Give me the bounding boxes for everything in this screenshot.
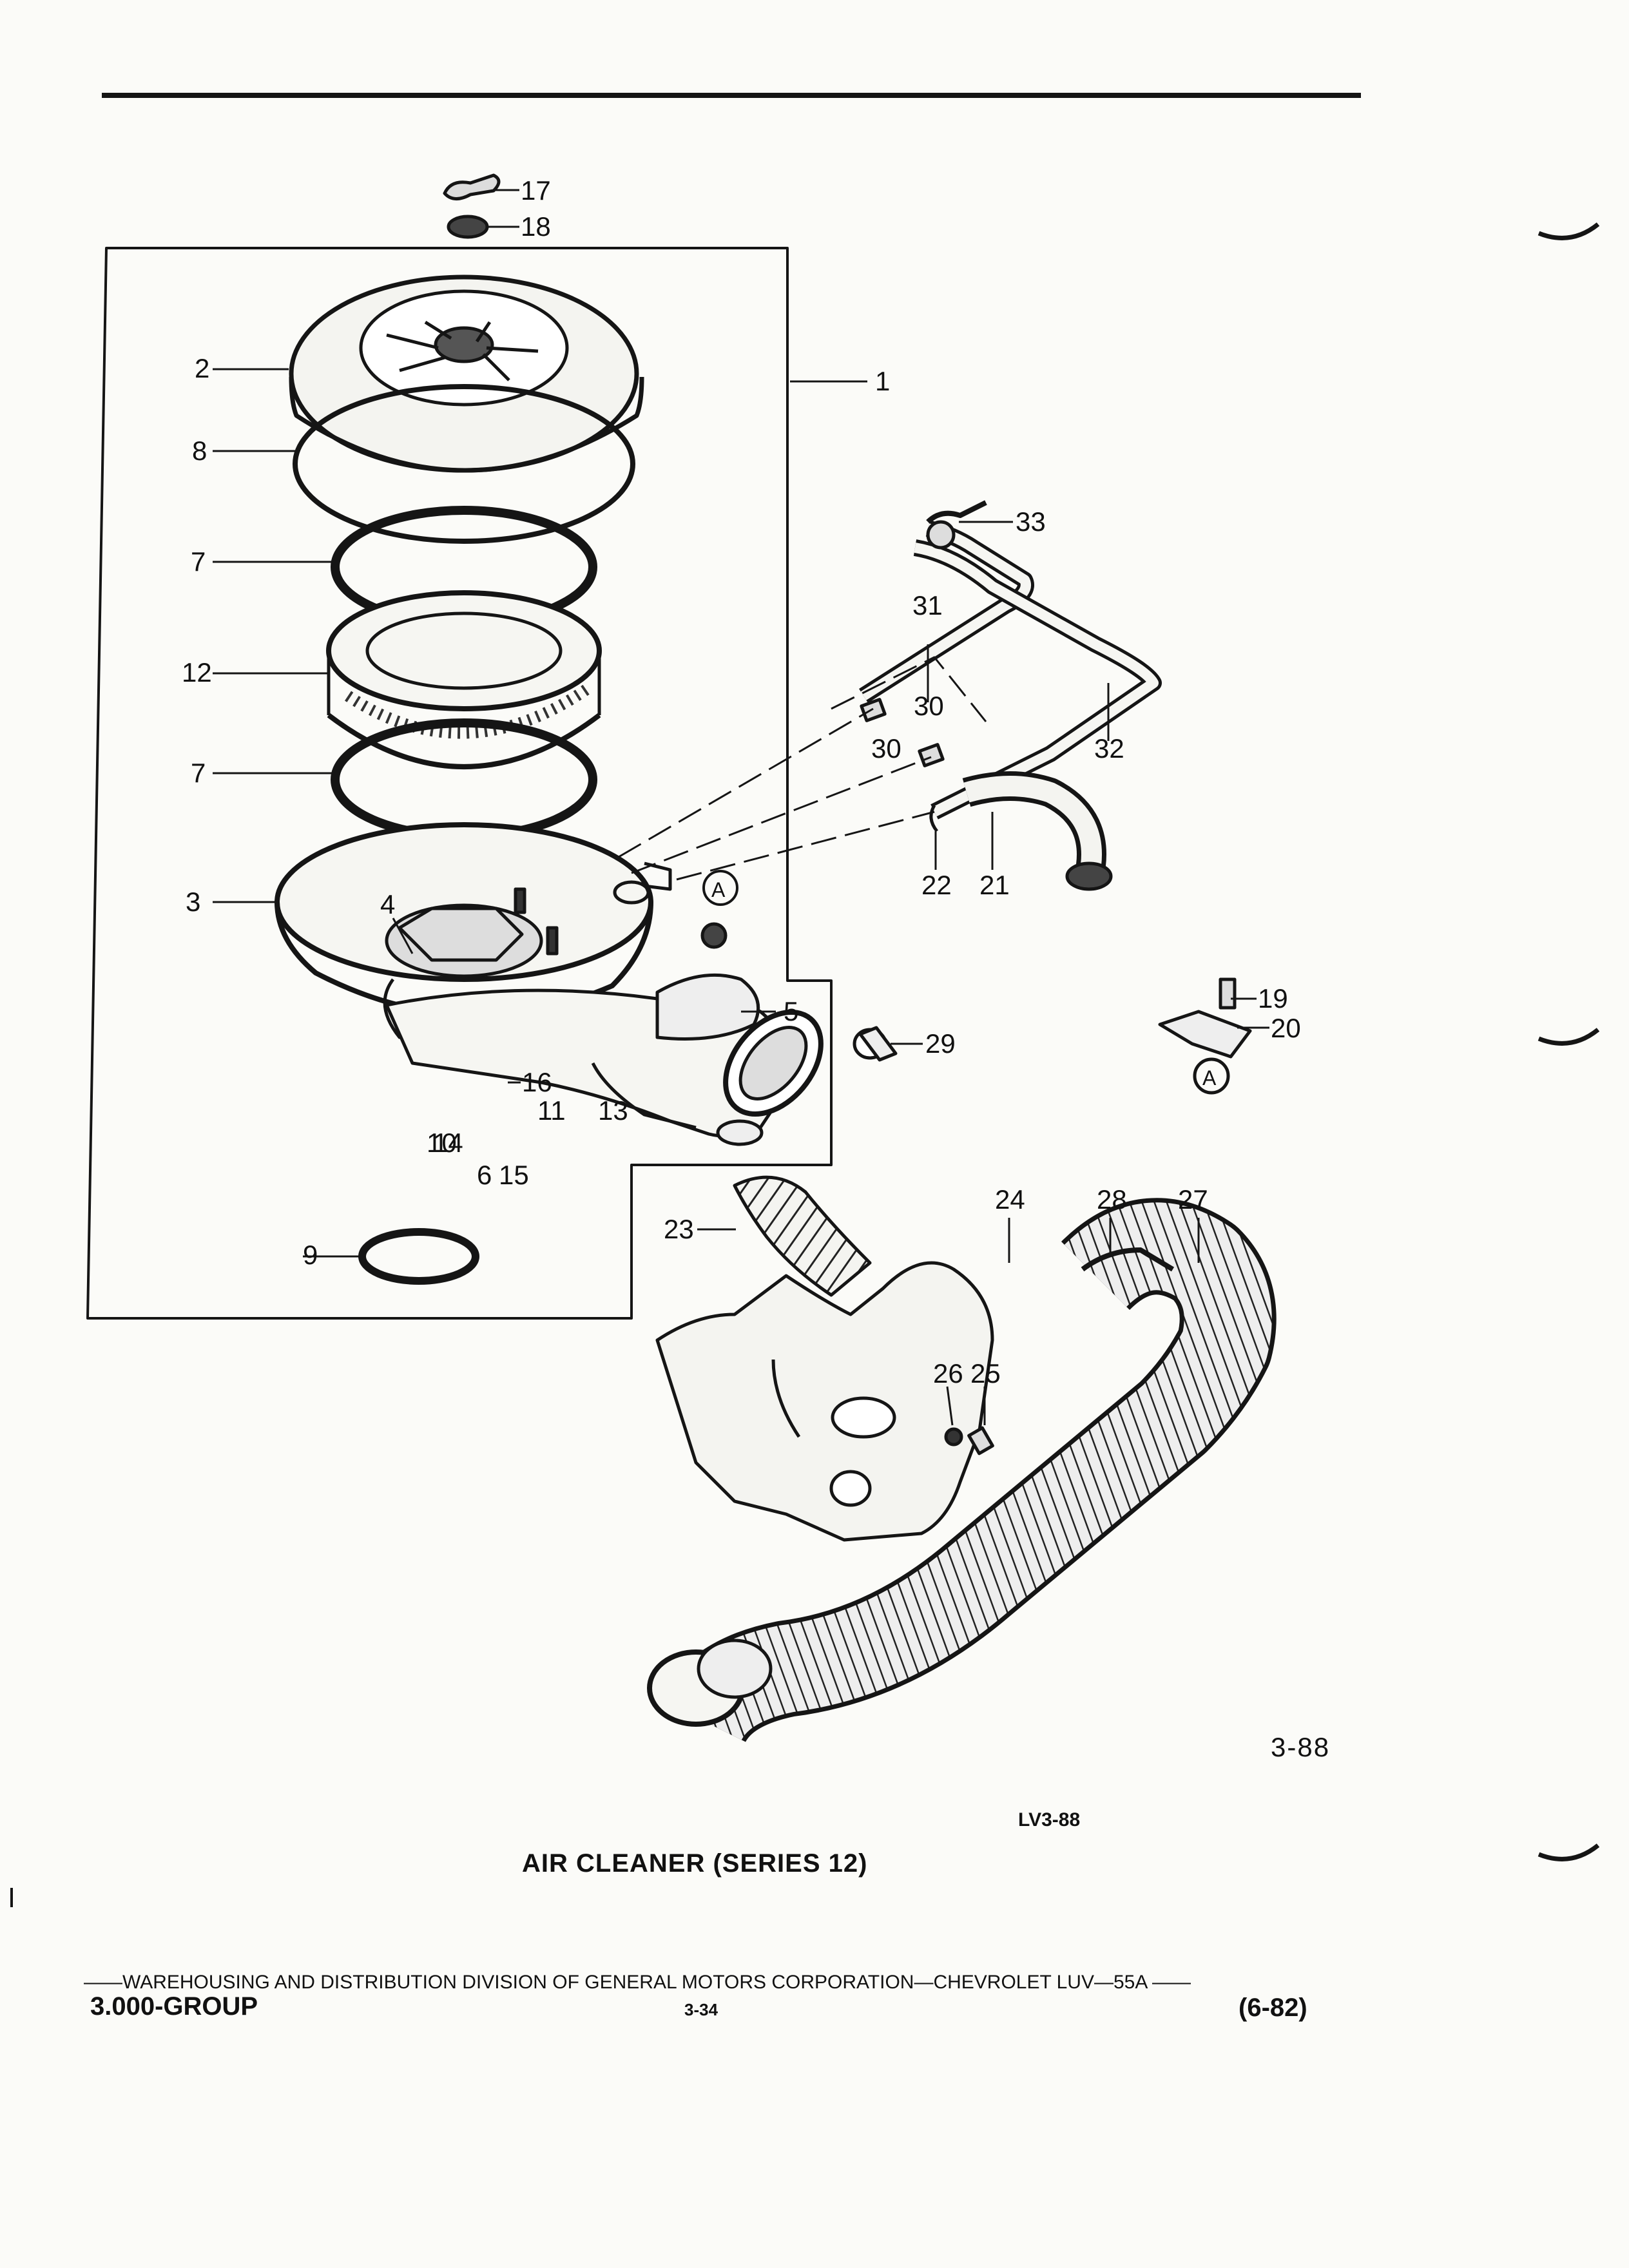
callout-18: 18 (521, 211, 551, 242)
callout-28: 28 (1097, 1184, 1127, 1215)
callout-29: 29 (925, 1028, 956, 1059)
housing (275, 822, 728, 1059)
callout-25: 25 (970, 1358, 1001, 1389)
callout-8: 8 (192, 436, 207, 466)
footer-date: (6-82) (1239, 1994, 1307, 2022)
locator-a-lower: A (1193, 1058, 1229, 1094)
elbow-hose-end (1065, 861, 1113, 891)
wing-nut (443, 173, 501, 200)
callout-22: 22 (921, 870, 952, 900)
footer-group: 3.000-GROUP (90, 1992, 258, 2021)
seal (447, 215, 489, 239)
callout-14: 14 (433, 1128, 463, 1158)
filter-element (326, 590, 602, 769)
callout-6: 6 (477, 1160, 492, 1190)
callout-16: 16 (522, 1067, 552, 1097)
callout-27: 27 (1178, 1184, 1208, 1215)
callout-23: 23 (664, 1214, 694, 1244)
locator-a-upper: A (702, 870, 738, 906)
callout-33: 33 (1016, 506, 1046, 537)
callout-4: 4 (380, 889, 395, 919)
footer-page-number: 3-34 (684, 2000, 718, 2019)
base-gasket (358, 1228, 479, 1285)
callout-20: 20 (1271, 1013, 1301, 1043)
callout-7a: 7 (191, 546, 206, 577)
elbow-hose-fill (963, 776, 1102, 879)
callout-10: 10 (427, 1128, 457, 1158)
page-edge-marks (10, 222, 1600, 1907)
callout-32: 32 (1094, 733, 1124, 764)
callout-2: 2 (195, 353, 209, 383)
callout-24: 24 (995, 1184, 1025, 1215)
callout-15: 15 (499, 1160, 529, 1190)
callout-13: 13 (598, 1095, 628, 1126)
callout-5: 5 (784, 996, 798, 1026)
bracket-and-bolt (1158, 977, 1252, 1095)
callout-3: 3 (186, 887, 200, 917)
callout-1: 1 (875, 366, 890, 396)
snorkel-duct (385, 973, 824, 1146)
plug-cap (853, 1026, 898, 1062)
assembly-bracket (86, 247, 833, 1320)
seal-ring (293, 384, 635, 544)
callout-9: 9 (303, 1240, 318, 1270)
callout-30b: 30 (871, 733, 901, 764)
callout-21: 21 (979, 870, 1010, 900)
footer-publisher-line: ——WAREHOUSING AND DISTRIBUTION DIVISION … (84, 1972, 1191, 1993)
vacuum-hoses (859, 500, 1162, 820)
callout-19: 19 (1258, 983, 1288, 1014)
locator-a-upper-label: A (711, 878, 726, 901)
washer (944, 1427, 963, 1446)
callout-12: 12 (182, 657, 212, 687)
callout-17: 17 (521, 175, 551, 206)
callout-26: 26 (933, 1358, 963, 1389)
line-art (86, 93, 1361, 1744)
callout-11: 11 (537, 1095, 566, 1126)
callout-7b: 7 (191, 758, 206, 788)
flex-hose (647, 1198, 1277, 1744)
callout-31: 31 (912, 590, 943, 620)
routing-lines (618, 656, 987, 881)
figure-title: AIR CLEANER (SERIES 12) (522, 1849, 868, 1878)
figure-code: LV3-88 (1018, 1809, 1081, 1831)
callout-labels: 1 2 3 4 5 6 7 7 8 9 10 11 12 13 14 15 16… (182, 175, 1301, 1389)
callout-30a: 30 (914, 691, 944, 721)
figure-number: 3-88 (1271, 1732, 1331, 1762)
cover (289, 274, 644, 473)
gasket-lower (331, 718, 597, 841)
heat-shroud (655, 1175, 994, 1542)
screw (967, 1426, 994, 1456)
locator-a-lower-label: A (1202, 1066, 1217, 1090)
hose-clip (929, 804, 939, 832)
leader-lines (213, 189, 1269, 1426)
